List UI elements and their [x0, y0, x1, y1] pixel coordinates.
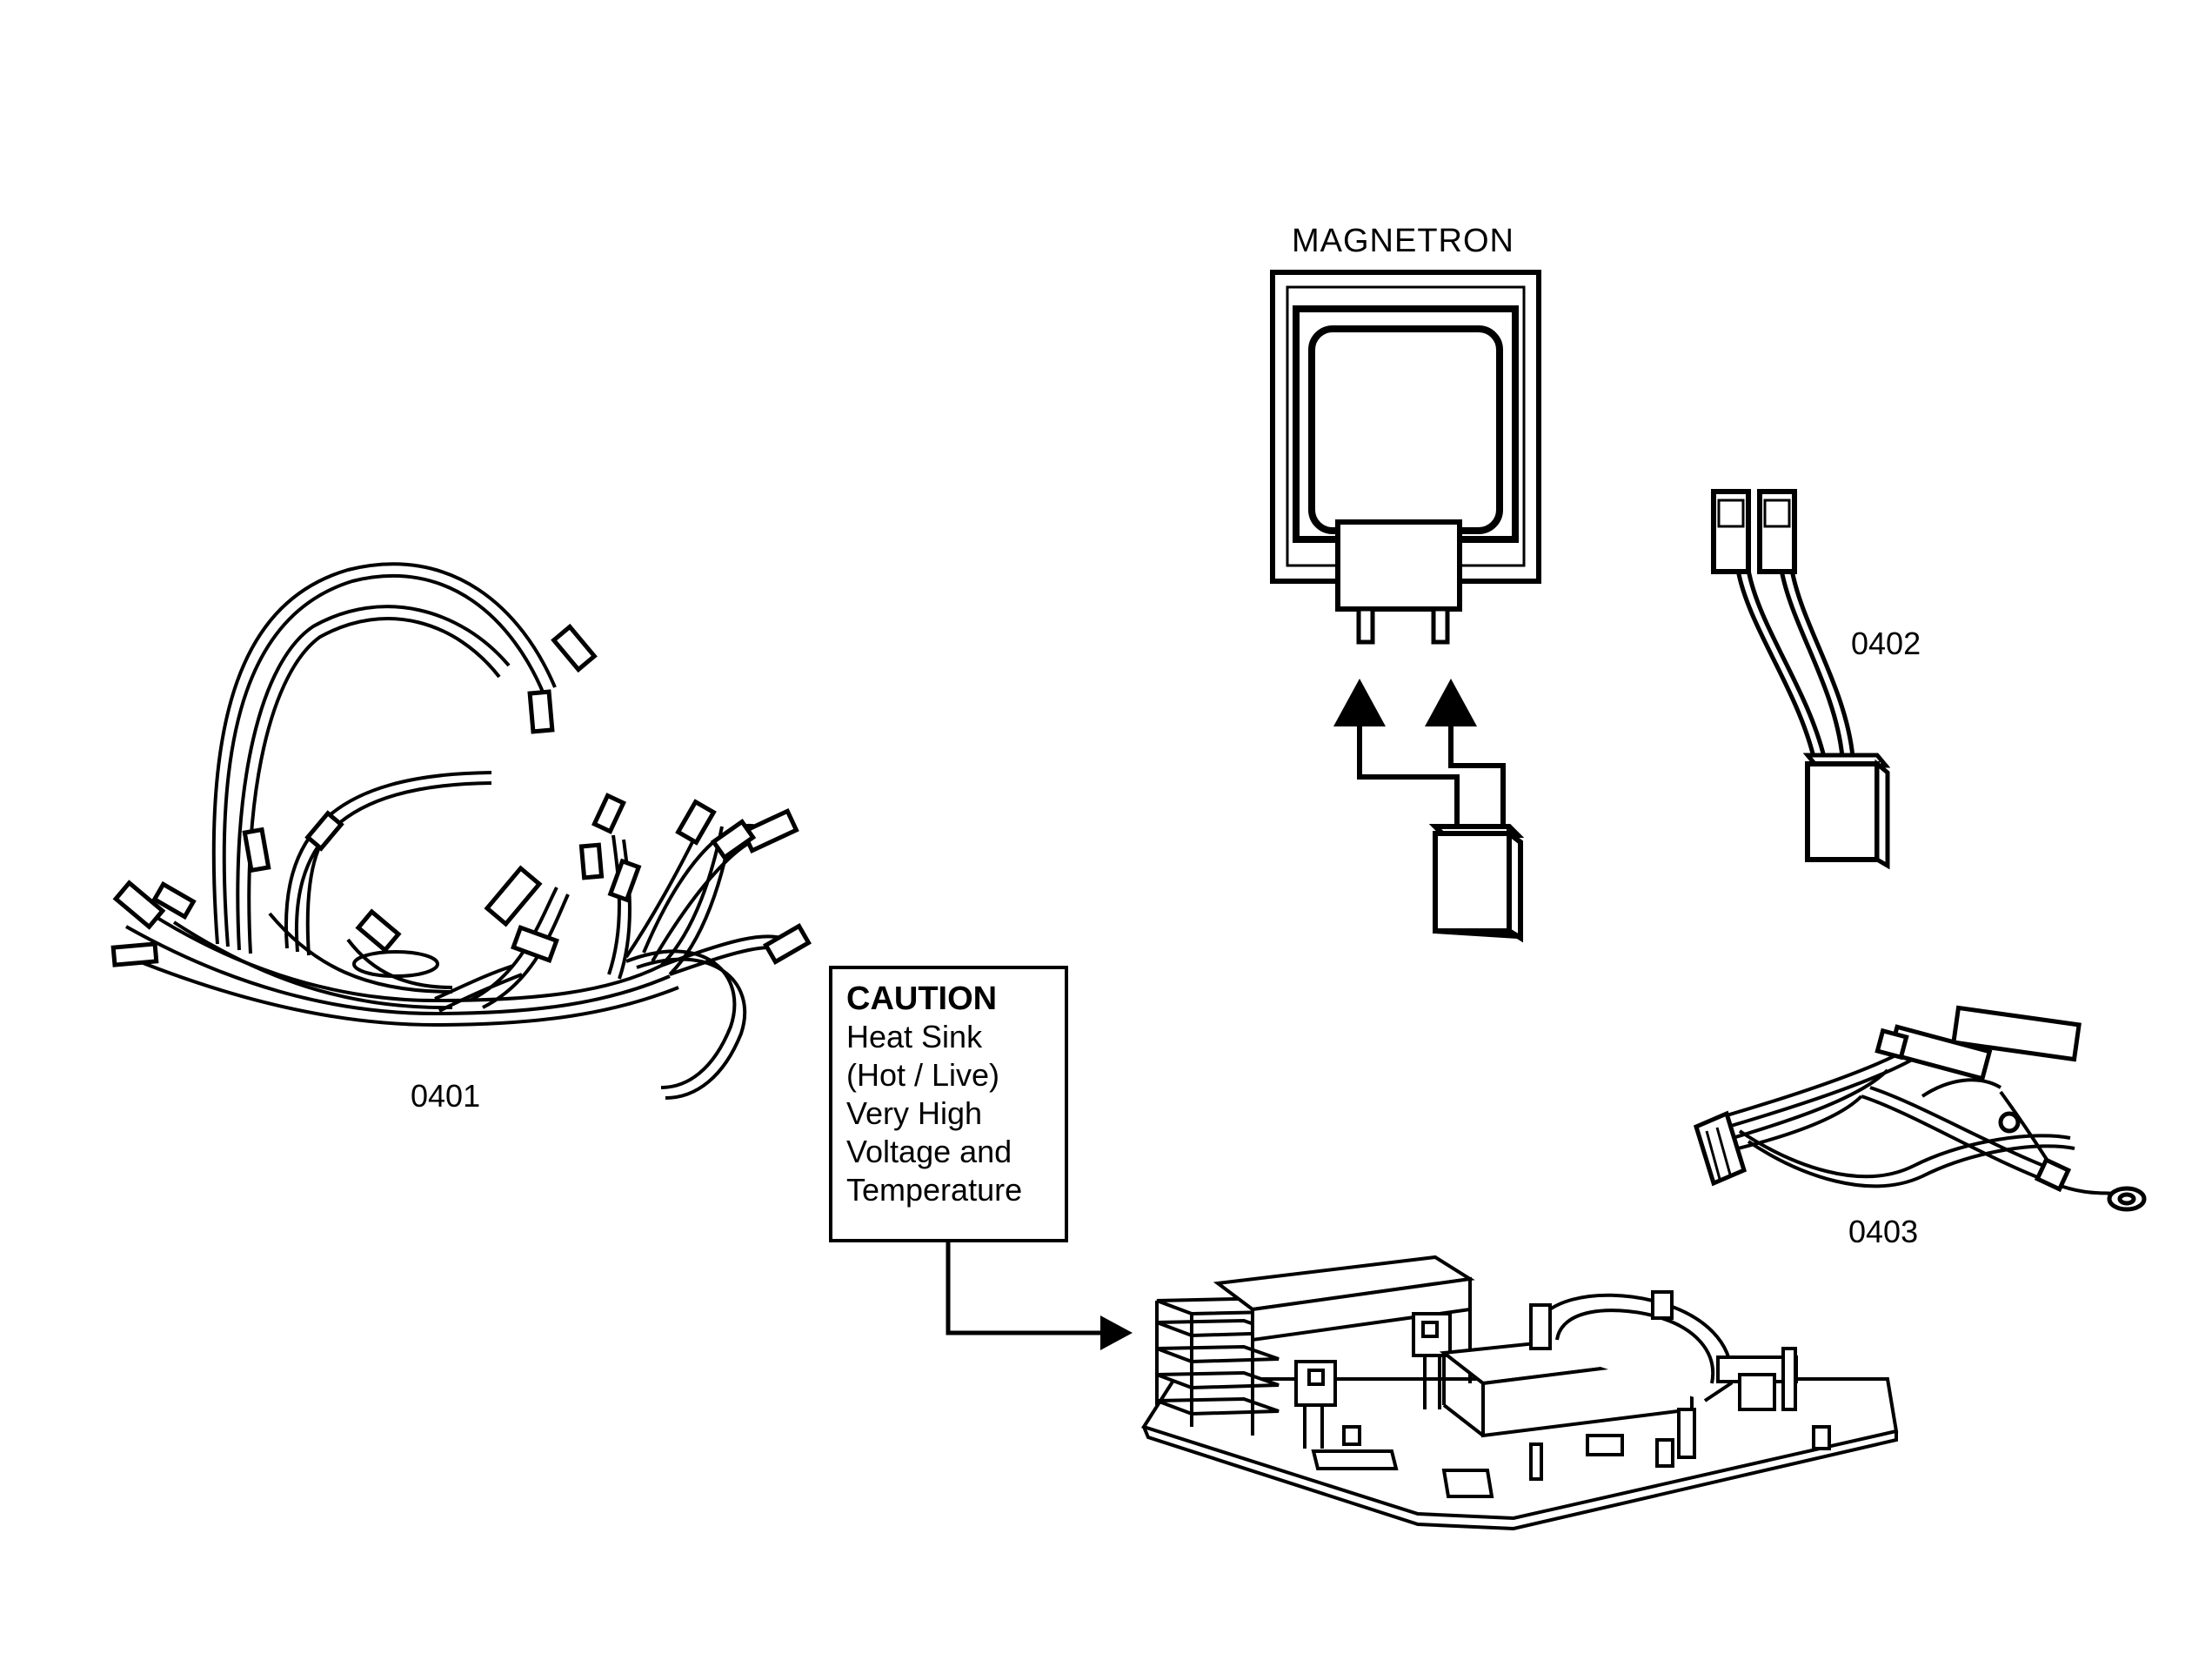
harness-0403-connectors — [1693, 1005, 2147, 1212]
caution-box: CAUTION Heat Sink (Hot / Live) Very High… — [829, 966, 1068, 1242]
caution-line: Voltage and — [846, 1134, 1012, 1169]
magnetron-connection-arrows — [1333, 679, 1525, 943]
part-number-0403: 0403 — [1848, 1214, 1919, 1249]
harness-0403 — [1717, 1039, 2115, 1195]
magnetron — [1270, 270, 1541, 645]
part-number-0401: 0401 — [411, 1078, 481, 1114]
caution-line: Temperature — [846, 1172, 1023, 1208]
harness-0401-connectors — [110, 623, 812, 967]
caution-line: Very High — [846, 1095, 983, 1131]
inverter-board — [1140, 1255, 1899, 1531]
caution-title: CAUTION — [846, 981, 998, 1017]
magnetron-label: MAGNETRON — [1292, 223, 1514, 259]
magnetron-plug — [1428, 824, 1525, 943]
part-number-0402: 0402 — [1851, 626, 1921, 661]
caution-leader-arrow — [946, 1242, 1133, 1350]
caution-line: Heat Sink — [846, 1019, 983, 1054]
caution-line: (Hot / Live) — [846, 1057, 1000, 1093]
lead-0402 — [1711, 489, 1891, 870]
